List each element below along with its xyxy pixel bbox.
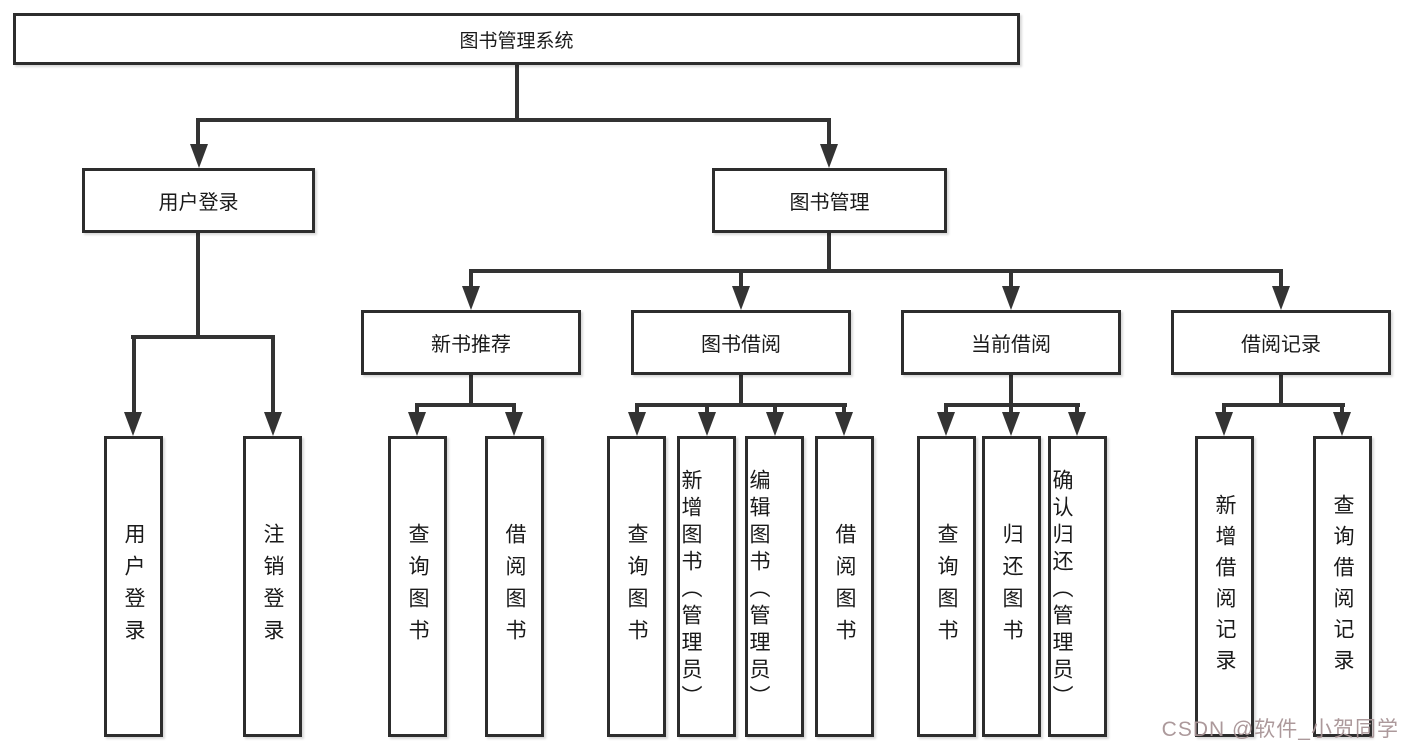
arrow-down-icon <box>1215 412 1233 436</box>
arrow-down-icon <box>698 412 716 436</box>
leaf-logout: 注销登录 <box>243 436 302 737</box>
connector-line <box>132 337 136 412</box>
node-library-management-system: 图书管理系统 <box>13 13 1020 65</box>
connector-line <box>635 403 847 407</box>
connector-line <box>1222 403 1345 407</box>
arrow-down-icon <box>124 412 142 436</box>
leaf-add-borrow-record: 新增借阅记录 <box>1195 436 1254 737</box>
connector-line <box>469 269 1283 273</box>
arrow-down-icon <box>462 286 480 310</box>
connector-line <box>944 405 948 415</box>
connector-line <box>739 271 743 288</box>
connector-line <box>415 403 516 407</box>
node-borrowing-records: 借阅记录 <box>1171 310 1391 375</box>
leaf-add-books-admin: 新增图书（管理员） <box>677 436 736 737</box>
leaf-user-login: 用户登录 <box>104 436 163 737</box>
arrow-down-icon <box>1333 412 1351 436</box>
arrow-down-icon <box>408 412 426 436</box>
node-label: 图书管理 <box>789 192 870 214</box>
connector-line <box>1009 271 1013 288</box>
connector-line <box>1279 271 1283 288</box>
node-book-borrowing: 图书借阅 <box>631 310 851 375</box>
leaf-query-books-recommend: 查询图书 <box>388 436 447 737</box>
arrow-down-icon <box>766 412 784 436</box>
connector-line <box>469 375 473 406</box>
node-label: 图书管理系统 <box>459 30 574 52</box>
node-book-management: 图书管理 <box>712 168 947 233</box>
connector-line <box>469 271 473 288</box>
arrow-down-icon <box>732 286 750 310</box>
connector-line <box>635 405 639 415</box>
node-label: 新书推荐 <box>431 334 511 356</box>
leaf-confirm-return-admin: 确认归还（管理员） <box>1048 436 1107 737</box>
connector-line <box>705 405 709 415</box>
connector-line <box>773 405 777 415</box>
connector-line <box>515 65 519 122</box>
leaf-query-borrow-record: 查询借阅记录 <box>1313 436 1372 737</box>
connector-line <box>1075 405 1079 415</box>
connector-line <box>1340 405 1344 415</box>
node-label: 查询图书 <box>625 522 648 651</box>
node-label: 新增借阅记录 <box>1213 493 1236 680</box>
node-label: 用户登录 <box>122 522 145 651</box>
node-label: 用户登录 <box>158 192 239 214</box>
arrow-down-icon <box>820 144 838 168</box>
node-label: 查询图书 <box>935 522 958 651</box>
connector-line <box>196 120 200 150</box>
connector-line <box>196 233 200 337</box>
leaf-query-books-current: 查询图书 <box>917 436 976 737</box>
connector-line <box>196 118 831 122</box>
arrow-down-icon <box>1002 412 1020 436</box>
arrow-down-icon <box>1272 286 1290 310</box>
connector-line <box>842 405 846 415</box>
leaf-borrow-books-borrow: 借阅图书 <box>815 436 874 737</box>
node-label: 查询图书 <box>406 522 429 651</box>
node-label: 编辑图书（管理员） <box>747 469 770 712</box>
connector-line <box>827 233 831 272</box>
connector-line <box>512 405 516 415</box>
watermark-text: CSDN @软件_小贺同学 <box>1161 718 1399 741</box>
arrow-down-icon <box>937 412 955 436</box>
leaf-return-books: 归还图书 <box>982 436 1041 737</box>
connector-line <box>415 405 419 415</box>
node-user-login: 用户登录 <box>82 168 315 233</box>
leaf-query-books-borrow: 查询图书 <box>607 436 666 737</box>
node-label: 借阅记录 <box>1241 334 1321 356</box>
node-label: 当前借阅 <box>971 334 1051 356</box>
arrow-down-icon <box>1068 412 1086 436</box>
arrow-down-icon <box>190 144 208 168</box>
node-current-borrowing: 当前借阅 <box>901 310 1121 375</box>
node-label: 借阅图书 <box>503 522 526 651</box>
connector-line <box>1279 375 1283 406</box>
connector-line <box>1009 405 1013 415</box>
node-label: 确认归还（管理员） <box>1050 469 1073 712</box>
node-label: 注销登录 <box>261 522 284 651</box>
node-new-book-recommendation: 新书推荐 <box>361 310 581 375</box>
arrow-down-icon <box>628 412 646 436</box>
connector-line <box>131 335 275 339</box>
node-label: 借阅图书 <box>833 522 856 651</box>
leaf-borrow-books-recommend: 借阅图书 <box>485 436 544 737</box>
node-label: 图书借阅 <box>701 334 781 356</box>
leaf-edit-books-admin: 编辑图书（管理员） <box>745 436 804 737</box>
arrow-down-icon <box>835 412 853 436</box>
arrow-down-icon <box>505 412 523 436</box>
connector-line <box>1222 405 1226 415</box>
connector-line <box>1009 375 1013 406</box>
node-label: 归还图书 <box>1000 522 1023 651</box>
node-label: 查询借阅记录 <box>1331 493 1354 680</box>
connector-line <box>827 120 831 150</box>
arrow-down-icon <box>1002 286 1020 310</box>
connector-line <box>271 337 275 412</box>
arrow-down-icon <box>264 412 282 436</box>
node-label: 新增图书（管理员） <box>679 469 702 712</box>
connector-line <box>739 375 743 406</box>
